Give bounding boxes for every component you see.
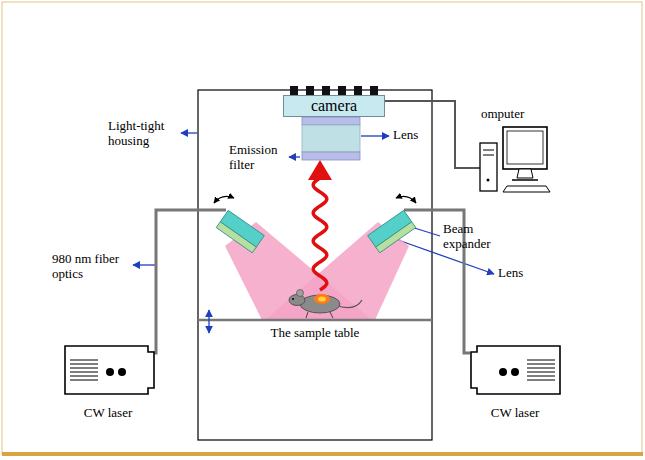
table-label: The sample table xyxy=(255,326,375,341)
emission-arrowhead xyxy=(308,160,332,180)
camera-connectors xyxy=(290,86,378,95)
page-bar xyxy=(2,452,643,456)
rotation-arrow xyxy=(214,196,234,203)
fiber-optic xyxy=(150,210,226,353)
housing-leader xyxy=(181,132,197,133)
emission-wave xyxy=(313,178,327,290)
rotation-arrow xyxy=(396,196,416,203)
mouse xyxy=(289,290,362,319)
light-tight-housing xyxy=(198,90,432,440)
laser-body xyxy=(60,342,156,400)
laser-body xyxy=(465,342,565,400)
part-label: Lens xyxy=(393,128,433,143)
computer-label: omputer xyxy=(481,107,541,122)
lens-leader xyxy=(361,135,389,136)
page-frame xyxy=(2,2,642,454)
filter-leader xyxy=(289,156,300,157)
housing-label: Light-tight housing xyxy=(108,119,178,148)
part-label: Lens xyxy=(498,266,538,281)
cw-laser: CW laser xyxy=(465,342,565,426)
part-label: 980 nm fiber optics xyxy=(52,252,132,281)
cw-laser: CW laser xyxy=(60,342,156,426)
part-label: Beam expander xyxy=(443,222,505,251)
camera-label: camera xyxy=(311,97,357,115)
beam-expander xyxy=(216,210,264,252)
lens-assembly xyxy=(302,117,360,160)
camera-box: camera xyxy=(283,95,385,117)
height-arrow xyxy=(208,310,209,333)
sample-table xyxy=(198,319,432,322)
computer xyxy=(480,127,550,192)
camera-cable xyxy=(385,101,480,168)
laser-label: CW laser xyxy=(465,342,565,420)
part-label: Emission filter xyxy=(229,143,287,172)
laser-label: CW laser xyxy=(60,342,156,420)
beam-expander xyxy=(368,210,416,252)
fiber-leader xyxy=(133,264,155,265)
